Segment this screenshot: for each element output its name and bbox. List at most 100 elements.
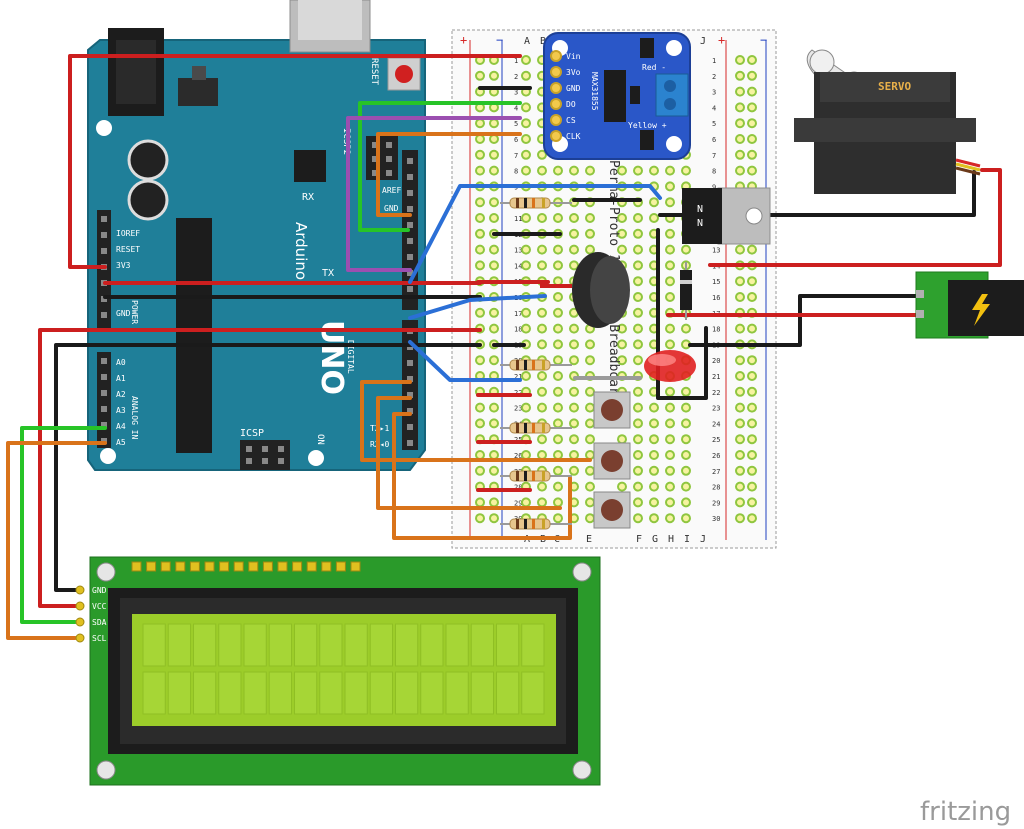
breadboard-hole [521,102,531,113]
power-label: POWER [130,300,139,324]
lcd-char-cell [521,623,545,667]
breadboard-hole [521,149,531,160]
breadboard-hole [569,450,579,460]
row-number: 18 [712,326,720,334]
row-number: 6 [514,136,518,144]
wire-orange-scl [6,441,107,640]
wire-black-gnd-lcd [54,343,482,592]
svg-text:A5: A5 [116,438,126,447]
lcd-char-cell [496,623,520,667]
wire-red-servo [708,168,1002,267]
breadboard-hole [585,418,595,429]
push-button[interactable] [593,391,631,429]
breadboard-hole [585,165,595,176]
rail-hole [747,70,757,81]
rail-hole [735,434,745,445]
svg-text:I: I [684,534,690,545]
rail-plus-left: + [460,33,467,47]
row-number: 30 [712,515,720,523]
breadboard-hole [633,165,643,176]
servo-label: SERVO [878,80,911,93]
breadboard-hole [633,276,643,287]
resistor [509,422,551,434]
breadboard-hole [537,244,547,255]
rail-hole [489,70,499,81]
rail-hole [747,513,757,524]
breadboard-hole [617,213,627,223]
lcd-char-cell [218,671,242,715]
breadboard-hole [553,292,563,302]
breadboard-hole [665,513,675,524]
resistor [509,359,551,371]
breadboard-hole [569,418,579,429]
breadboard-hole [585,339,595,350]
svg-text:GND: GND [384,204,399,213]
rail-hole [747,165,757,176]
amp-pin-label: CLK [566,132,581,141]
lcd-character-grid [75,585,545,715]
row-number: 15 [712,278,720,286]
breadboard-hole [665,323,675,334]
breadboard-hole [665,386,675,397]
icsp2-header [366,136,398,180]
breadboard-hole [569,213,579,223]
breadboard-hole [585,244,595,255]
row-number: 6 [712,136,716,144]
row-number: 28 [514,484,522,492]
svg-text:J: J [700,36,706,47]
breadboard-hole [553,339,563,350]
svg-text:A1: A1 [116,374,126,383]
rail-hole [489,134,499,144]
rail-hole [489,118,499,129]
rail-hole [735,465,745,476]
rail-hole [489,307,499,318]
breadboard-hole [521,260,531,271]
rail-hole [735,134,745,144]
lcd-char-cell [319,623,343,667]
push-button[interactable] [593,442,631,480]
wire-red-5v-lcd [38,328,482,608]
row-number: 13 [712,247,720,255]
amp-pin [550,114,562,126]
lcd-char-cell [167,671,191,715]
lcd-char-cell [496,671,520,715]
breadboard-hole [633,418,643,429]
row-number: 13 [514,247,522,255]
svg-text:SCL: SCL [92,634,107,643]
breadboard-hole [553,213,563,223]
breadboard-hole [569,339,579,350]
lcd-char-cell [167,623,191,667]
breadboard-hole [649,497,659,508]
amp-pin [550,130,562,142]
push-button[interactable] [593,491,631,529]
rail-hole [747,497,757,508]
rail-hole [475,260,485,271]
row-number: 3 [712,89,716,97]
rail-hole [747,118,757,129]
wire-red-3v3 [68,54,522,269]
breadboard-hole [617,481,627,492]
capacitor [127,139,169,181]
resistor-band [524,198,527,208]
svg-text:RESET: RESET [369,58,379,86]
lcd-header-pin [248,561,259,572]
wire-purple-cs [346,116,522,272]
rail-hole [735,102,745,113]
breadboard-hole [537,323,547,334]
rail-hole [475,118,485,129]
breadboard-hole [569,260,579,271]
icsp-header [240,440,290,470]
rail-hole [475,450,485,460]
breadboard-hole [649,481,659,492]
resistor-band [532,519,535,529]
rail-hole [735,355,745,366]
breadboard-hole [585,213,595,223]
breadboard-hole [585,434,595,445]
servo-motor: SERVO [794,49,981,194]
breadboard-hole [633,244,643,255]
breadboard-hole [633,292,643,302]
svg-text:J: J [700,534,706,545]
breadboard-hole [553,418,563,429]
lcd-char-cell [395,671,419,715]
icsp-label: ICSP [240,428,264,439]
